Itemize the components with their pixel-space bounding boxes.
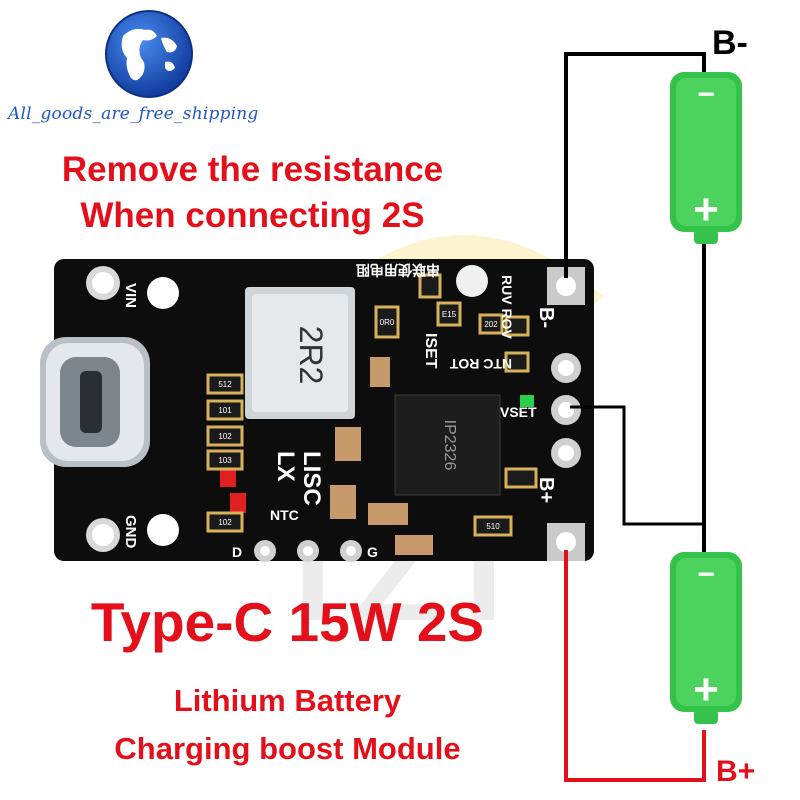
battery-top-minus: − xyxy=(697,78,715,111)
label-b-plus: B+ xyxy=(716,755,756,788)
product-subtitle-2: Charging boost Module xyxy=(114,731,461,766)
svg-text:LX: LX xyxy=(272,451,299,482)
globe-logo xyxy=(103,8,195,100)
svg-text:NTC ROT: NTC ROT xyxy=(449,356,512,372)
svg-text:510: 510 xyxy=(486,522,500,531)
inductor-label: 2R2 xyxy=(293,326,329,385)
svg-text:102: 102 xyxy=(218,432,232,441)
product-subtitle-1: Lithium Battery xyxy=(173,683,402,718)
svg-text:LISC: LISC xyxy=(298,451,325,506)
svg-text:0R0: 0R0 xyxy=(380,318,395,327)
product-title: Type-C 15W 2S xyxy=(90,591,485,653)
svg-text:B+: B+ xyxy=(535,477,557,503)
svg-text:GND: GND xyxy=(122,515,139,549)
ic-label: IP2326 xyxy=(441,420,458,471)
svg-text:RUV ROV: RUV ROV xyxy=(499,275,515,339)
notice-line-1: Remove the resistance xyxy=(61,150,444,189)
svg-text:102: 102 xyxy=(218,518,232,527)
svg-text:101: 101 xyxy=(218,406,232,415)
svg-text:512: 512 xyxy=(218,380,232,389)
battery-bottom: − + xyxy=(670,552,742,728)
svg-text:VIN: VIN xyxy=(122,283,139,308)
svg-text:E15: E15 xyxy=(442,310,457,319)
svg-text:D: D xyxy=(232,544,242,560)
svg-text:G: G xyxy=(367,544,378,560)
wiring-diagram xyxy=(540,30,790,795)
svg-text:B-: B- xyxy=(535,307,557,328)
svg-text:VSET: VSET xyxy=(500,404,537,420)
label-b-minus: B- xyxy=(712,24,748,62)
battery-top-plus: + xyxy=(693,185,719,234)
svg-text:ISET: ISET xyxy=(422,333,439,369)
svg-text:NTC: NTC xyxy=(270,507,299,523)
pcb-board: 2R2 IP2326 512 101 102 103 102 510 202 E… xyxy=(40,245,610,575)
battery-bottom-plus: + xyxy=(693,665,719,714)
svg-text:103: 103 xyxy=(218,456,232,465)
svg-text:串联使用电阻: 串联使用电阻 xyxy=(356,262,440,278)
battery-top: − + xyxy=(670,72,742,248)
svg-text:202: 202 xyxy=(484,320,498,329)
battery-bottom-minus: − xyxy=(697,558,715,591)
notice-line-2: When connecting 2S xyxy=(80,196,425,235)
store-name: All_goods_are_free_shipping xyxy=(8,104,259,124)
